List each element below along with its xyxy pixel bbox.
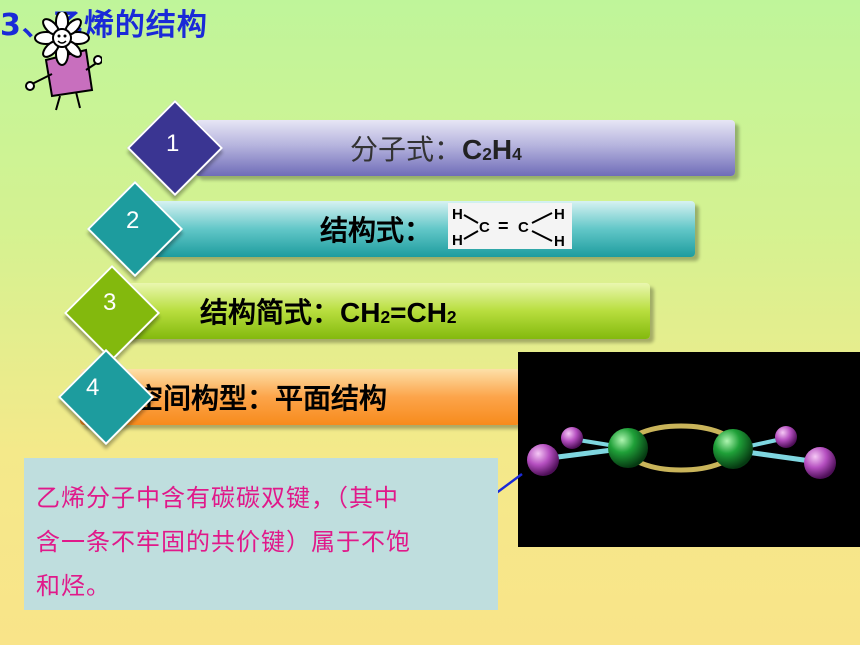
item-1-number: 1 xyxy=(166,130,180,157)
item-4-number: 4 xyxy=(86,374,100,401)
item-3-label: 结构简式： xyxy=(200,296,341,329)
item-2-bar: 结构式： xyxy=(150,201,695,257)
item-2-number: 2 xyxy=(126,207,140,234)
ethylene-structural-formula: H H C = C H H xyxy=(448,203,572,249)
svg-text:H: H xyxy=(554,233,565,249)
svg-text:H: H xyxy=(452,206,463,223)
item-1-label: 分子式： xyxy=(350,133,463,166)
flower-character-icon xyxy=(25,12,102,111)
item-1-formula: C2H4 xyxy=(462,134,522,165)
note-line-1: 乙烯分子中含有碳碳双键，（其中 xyxy=(36,484,399,512)
item-3-text: 结构简式：CH2=CH2 xyxy=(200,291,457,331)
note-line-2: 含一条不牢固的共价键）属于不饱 xyxy=(36,528,411,556)
item-1-text: 分子式：C2H4 xyxy=(350,128,522,168)
item-3-formula: CH2=CH2 xyxy=(340,297,457,328)
note-box: 乙烯分子中含有碳碳双键，（其中 含一条不牢固的共价键）属于不饱 和烃。 xyxy=(24,458,498,610)
svg-text:H: H xyxy=(452,232,463,249)
page-title: 3、乙烯的结构 xyxy=(0,8,208,43)
note-line-3: 和烃。 xyxy=(36,572,111,600)
svg-text:H: H xyxy=(554,206,565,223)
item-4-label: 空间构型：平面结构 xyxy=(135,382,388,415)
svg-text:=: = xyxy=(498,216,509,236)
item-3-bar: 结构简式：CH2=CH2 xyxy=(110,283,650,339)
item-3-number: 3 xyxy=(103,289,117,316)
ethylene-ball-stick-model xyxy=(518,352,860,547)
item-4-diamond xyxy=(57,348,155,446)
item-2-label: 结构式： xyxy=(320,214,433,247)
svg-text:C: C xyxy=(479,219,490,236)
item-1-bar: 分子式：C2H4 xyxy=(195,120,735,176)
svg-text:C: C xyxy=(518,219,529,236)
